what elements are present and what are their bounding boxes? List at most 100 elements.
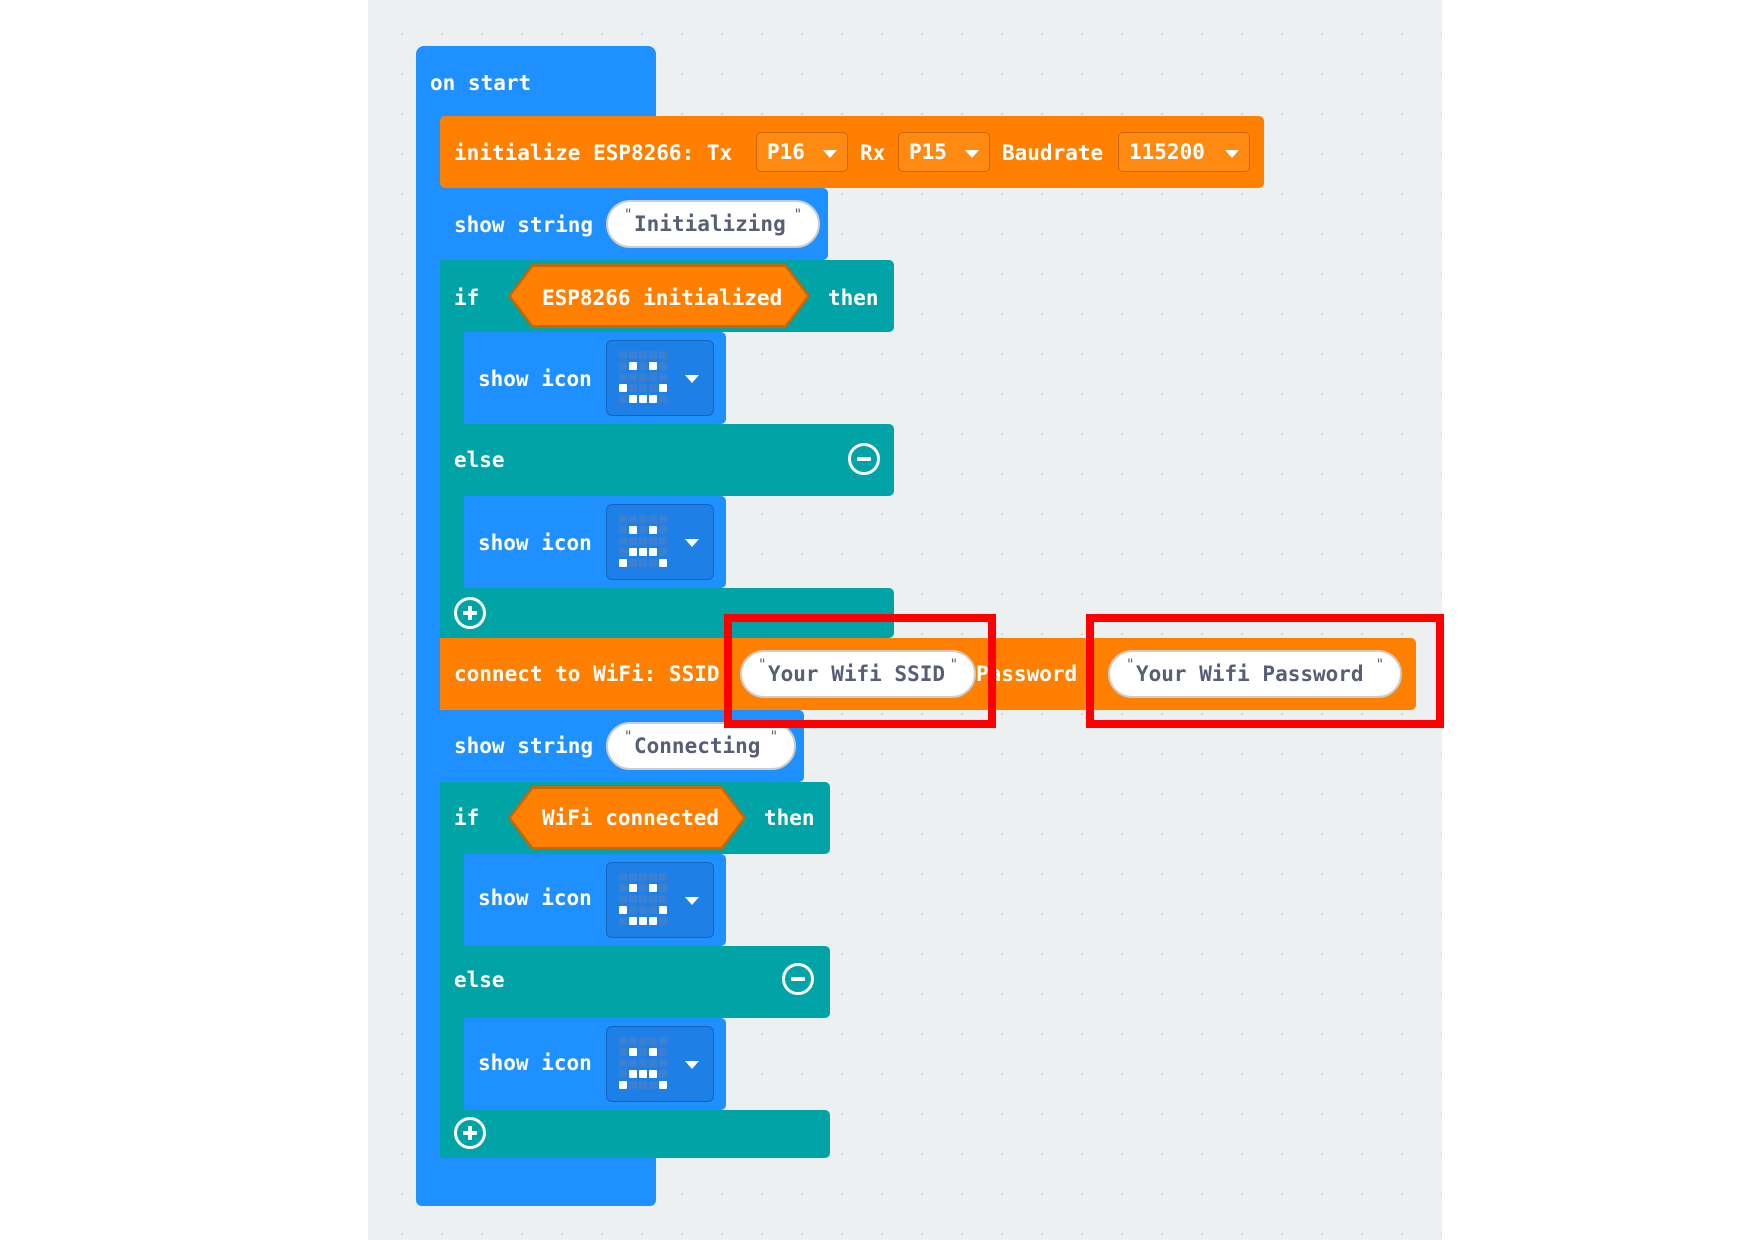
happy-face-icon	[619, 351, 669, 405]
led-off	[619, 884, 627, 892]
chevron-down-icon	[823, 150, 837, 158]
password-highlight-box	[1086, 614, 1444, 728]
esp8266-initialized-condition[interactable]	[511, 267, 807, 325]
led-off	[649, 515, 657, 523]
wifi-connected-condition[interactable]	[511, 789, 743, 847]
led-on	[649, 362, 657, 370]
led-off	[619, 395, 627, 403]
ssid-string-input[interactable]: " Your Wifi SSID "	[740, 650, 976, 698]
led-on	[649, 548, 657, 556]
led-off	[619, 895, 627, 903]
led-on	[639, 395, 647, 403]
add-else-if-icon[interactable]	[454, 1117, 486, 1149]
led-off	[649, 559, 657, 567]
led-on	[619, 1081, 627, 1089]
show-icon-label: show icon	[478, 531, 592, 555]
password-string-input[interactable]: " Your Wifi Password "	[1108, 650, 1402, 698]
show-icon-label: show icon	[478, 886, 592, 910]
led-off	[629, 515, 637, 523]
led-on	[619, 906, 627, 914]
led-on	[619, 384, 627, 392]
led-off	[639, 873, 647, 881]
on-start-label: on start	[430, 71, 532, 95]
chevron-down-icon	[965, 150, 979, 158]
led-off	[659, 515, 667, 523]
led-off	[639, 1037, 647, 1045]
then-label-1: then	[828, 286, 879, 310]
happy-face-icon	[619, 873, 669, 927]
if-else-footer-1	[440, 588, 894, 638]
icon-picker-happy[interactable]	[606, 340, 714, 416]
ssid-highlight-box	[724, 614, 996, 728]
led-off	[619, 1037, 627, 1045]
sad-face-icon	[619, 515, 669, 569]
led-on	[629, 884, 637, 892]
remove-else-icon[interactable]	[782, 963, 814, 995]
initializing-string-input[interactable]: " Initializing "	[606, 200, 820, 248]
led-off	[659, 526, 667, 534]
led-off	[659, 395, 667, 403]
led-off	[659, 1037, 667, 1045]
chevron-down-icon	[1225, 150, 1239, 158]
wifi-connected-label: WiFi connected	[542, 806, 720, 830]
led-off	[619, 351, 627, 359]
led-off	[649, 1059, 657, 1067]
led-off	[649, 537, 657, 545]
if-else-footer-2	[440, 1110, 830, 1158]
connecting-string-input[interactable]: " Connecting "	[606, 722, 796, 770]
led-off	[659, 1048, 667, 1056]
led-off	[629, 1037, 637, 1045]
led-off	[619, 537, 627, 545]
led-on	[629, 917, 637, 925]
esp8266-initialized-label: ESP8266 initialized	[542, 286, 783, 310]
led-on	[659, 1081, 667, 1089]
led-off	[639, 362, 647, 370]
led-off	[629, 1059, 637, 1067]
led-off	[629, 373, 637, 381]
led-on	[629, 362, 637, 370]
led-off	[619, 873, 627, 881]
remove-else-icon[interactable]	[848, 443, 880, 475]
led-off	[619, 1070, 627, 1078]
chevron-down-icon	[685, 539, 699, 547]
baudrate-dropdown[interactable]: 115200	[1118, 132, 1250, 172]
icon-picker-sad[interactable]	[606, 504, 714, 580]
led-off	[629, 1081, 637, 1089]
tx-pin-dropdown[interactable]: P16	[756, 132, 848, 172]
led-off	[619, 526, 627, 534]
led-off	[639, 351, 647, 359]
icon-picker-sad[interactable]	[606, 1026, 714, 1102]
led-off	[639, 559, 647, 567]
show-icon-label: show icon	[478, 367, 592, 391]
sad-face-icon	[619, 1037, 669, 1091]
led-off	[629, 906, 637, 914]
led-on	[659, 384, 667, 392]
led-off	[649, 373, 657, 381]
add-else-if-icon[interactable]	[454, 597, 486, 629]
led-off	[629, 384, 637, 392]
led-off	[649, 1081, 657, 1089]
led-off	[639, 515, 647, 523]
led-on	[659, 559, 667, 567]
led-off	[629, 895, 637, 903]
led-off	[639, 906, 647, 914]
led-off	[649, 873, 657, 881]
icon-picker-happy[interactable]	[606, 862, 714, 938]
else-label-2: else	[454, 968, 505, 992]
led-off	[659, 895, 667, 903]
led-off	[649, 906, 657, 914]
if-label-1: if	[454, 286, 480, 310]
led-off	[659, 917, 667, 925]
led-off	[619, 1048, 627, 1056]
led-off	[639, 526, 647, 534]
led-on	[649, 1070, 657, 1078]
initialize-esp8266-label: initialize ESP8266: Tx	[454, 141, 733, 165]
led-on	[649, 917, 657, 925]
else-row-1	[440, 424, 894, 496]
led-on	[649, 1048, 657, 1056]
led-off	[639, 384, 647, 392]
led-off	[639, 373, 647, 381]
rx-pin-dropdown[interactable]: P15	[898, 132, 990, 172]
blocks-workspace[interactable]: on start initialize ESP8266: Tx P16 Rx P…	[368, 0, 1444, 1240]
connect-wifi-label: connect to WiFi: SSID	[454, 662, 720, 686]
